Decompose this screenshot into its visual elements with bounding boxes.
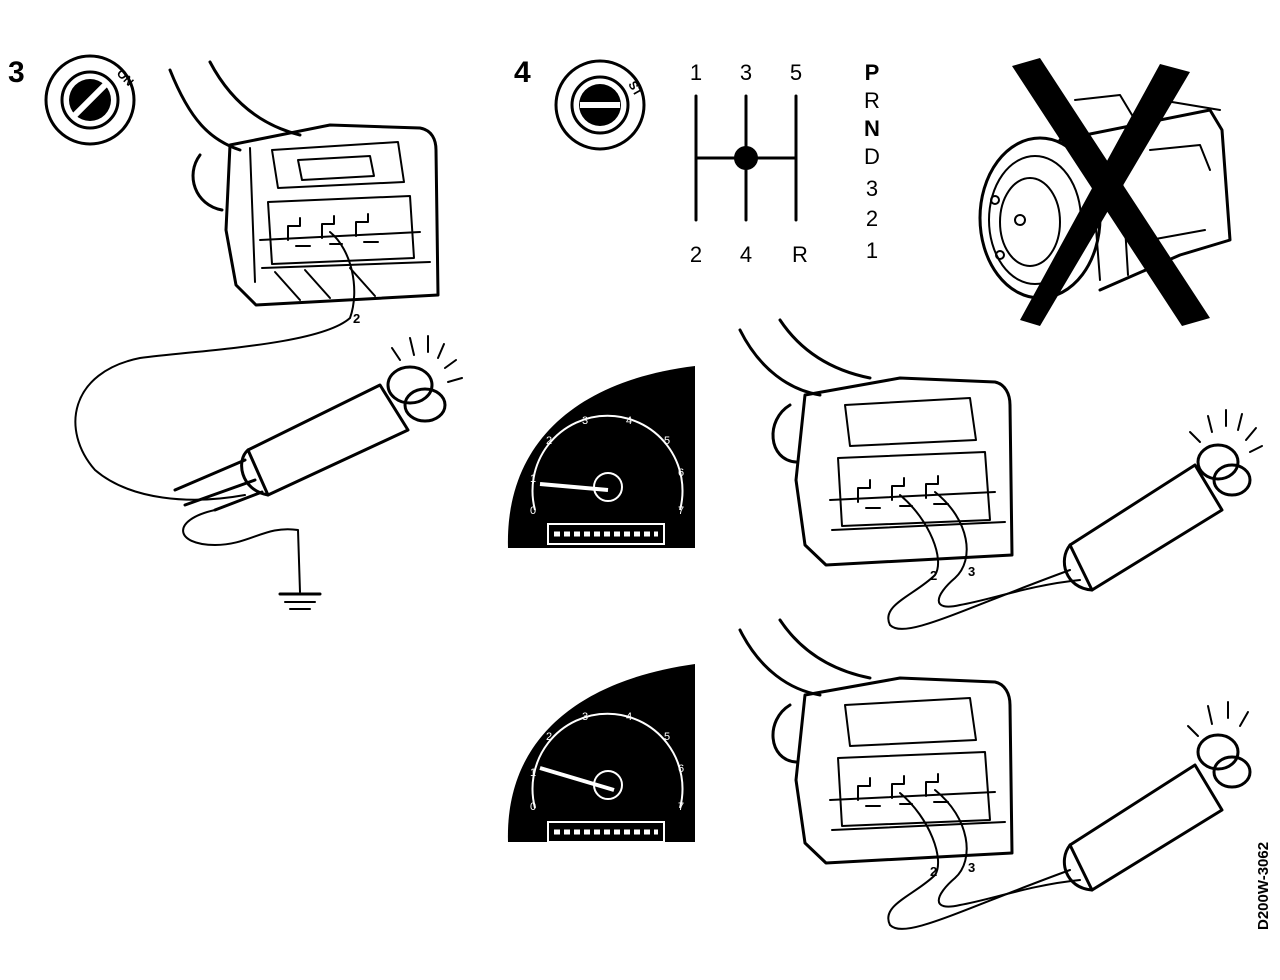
step-3-panel: 3 ON 2 bbox=[8, 54, 463, 610]
tach-scale-0: 0 bbox=[530, 505, 536, 517]
connector-upper bbox=[738, 318, 1081, 630]
upper-wire-label-2: 2 bbox=[930, 568, 937, 583]
reference-code: D200W-3062 bbox=[1255, 842, 1272, 930]
tach-scale-4: 4 bbox=[626, 711, 632, 723]
tach-scale-2: 2 bbox=[546, 731, 552, 743]
step-4-panel: 4 ST 1 3 5 2 4 R P R N D bbox=[507, 56, 1263, 930]
tach-scale-6: 6 bbox=[678, 467, 684, 479]
cross-out-mark-icon bbox=[1012, 58, 1210, 326]
tach-scale-1: 1 bbox=[530, 767, 536, 779]
ignition-key-on-icon: ON bbox=[44, 54, 137, 146]
connector-icon bbox=[191, 123, 440, 307]
gear-label-2: 2 bbox=[690, 242, 702, 267]
tach-scale-6: 6 bbox=[678, 763, 684, 775]
tach-scale-1: 1 bbox=[530, 473, 536, 485]
tach-scale-7: 7 bbox=[678, 505, 684, 517]
tach-scale-3: 3 bbox=[582, 711, 588, 723]
gear-label-4: 4 bbox=[740, 242, 752, 267]
gear-label-1: 1 bbox=[690, 60, 702, 85]
gear-label-reverse: R bbox=[792, 242, 808, 267]
odometer bbox=[547, 821, 665, 843]
instrument-panel-upper: 0 1 2 3 4 5 6 7 bbox=[507, 366, 695, 548]
auto-pos-d: D bbox=[864, 144, 880, 169]
manual-shift-pattern: 1 3 5 2 4 R bbox=[690, 60, 808, 267]
test-lamp-icon bbox=[1062, 733, 1252, 892]
auto-pos-3: 3 bbox=[866, 176, 878, 201]
tach-scale-0: 0 bbox=[530, 801, 536, 813]
lower-wire-label-3: 3 bbox=[968, 860, 975, 875]
auto-pos-1: 1 bbox=[866, 238, 878, 263]
lower-wire-label-2: 2 bbox=[930, 864, 937, 879]
ground-icon bbox=[278, 592, 322, 610]
wire-pin-label: 2 bbox=[353, 311, 360, 326]
automatic-selector-positions: P R N D 3 2 1 bbox=[864, 60, 880, 263]
tachometer-needle bbox=[539, 482, 609, 492]
lamp-glow-rays bbox=[391, 335, 463, 383]
upper-wire-label-3: 3 bbox=[968, 564, 975, 579]
gear-label-5: 5 bbox=[790, 60, 802, 85]
auto-pos-r: R bbox=[864, 88, 880, 113]
ignition-key-start-icon: ST bbox=[554, 59, 646, 151]
step-4-number: 4 bbox=[514, 56, 531, 89]
tach-scale-3: 3 bbox=[582, 415, 588, 427]
lamp-glow-rays bbox=[1189, 409, 1263, 453]
tach-scale-5: 5 bbox=[664, 731, 670, 743]
auto-pos-p: P bbox=[865, 60, 880, 85]
tach-scale-7: 7 bbox=[678, 801, 684, 813]
lamp-glow-rays bbox=[1187, 701, 1249, 737]
test-lamp-icon bbox=[1062, 443, 1252, 592]
key-position-label: ST bbox=[625, 79, 645, 100]
gear-label-3: 3 bbox=[740, 60, 752, 85]
test-lamp-icon bbox=[173, 365, 447, 512]
odometer bbox=[547, 523, 665, 545]
tach-scale-4: 4 bbox=[626, 415, 632, 427]
tach-scale-5: 5 bbox=[664, 435, 670, 447]
auto-pos-2: 2 bbox=[866, 206, 878, 231]
tachometer-needle bbox=[539, 766, 615, 792]
connector-lower bbox=[738, 618, 1081, 930]
tach-scale-2: 2 bbox=[546, 435, 552, 447]
instrument-panel-lower: 0 1 2 3 4 5 6 7 bbox=[507, 664, 695, 843]
auto-pos-n: N bbox=[864, 116, 880, 141]
neutral-position-dot bbox=[734, 146, 758, 170]
step-3-number: 3 bbox=[8, 56, 25, 89]
